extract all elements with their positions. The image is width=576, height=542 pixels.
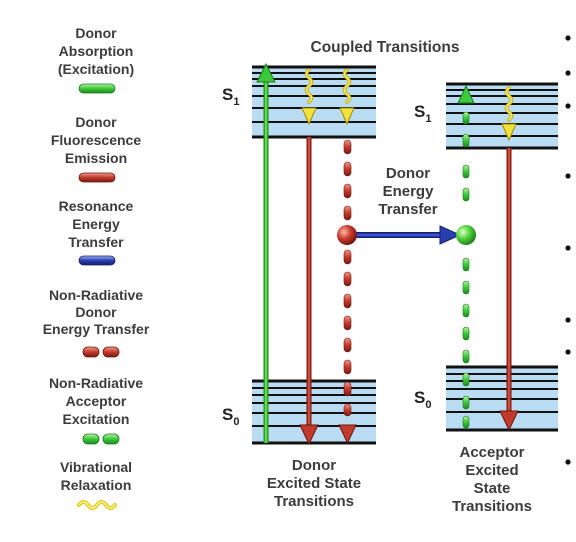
acceptor-caption: Acceptor Excited State Transitions xyxy=(452,444,532,515)
acceptor-s1-label: S1 xyxy=(414,102,431,125)
legend-item-resonance-energy-transfer: Resonance Energy Transfer xyxy=(59,198,134,266)
red-dash-pills-icon xyxy=(82,346,120,358)
legend-label: Acceptor xyxy=(66,393,127,409)
green-pill-icon xyxy=(78,83,116,94)
transfer-label-line: Transfer xyxy=(378,201,437,218)
legend-item-donor-fluorescence: Donor Fluorescence Emission xyxy=(51,114,141,183)
legend-label: Energy Transfer xyxy=(43,321,150,337)
legend-label: Emission xyxy=(65,150,127,166)
legend-item-donor-absorption: Donor Absorption (Excitation) xyxy=(58,25,134,94)
green-dash-pills-icon xyxy=(82,433,120,445)
acceptor-caption-line: Acceptor xyxy=(459,444,524,461)
bullet-dot xyxy=(565,70,571,76)
donor-non-radiative-arrow xyxy=(338,139,357,445)
legend-label: Vibrational xyxy=(60,459,132,475)
transfer-label-line: Donor xyxy=(386,165,430,182)
legend-label: Resonance xyxy=(59,198,134,214)
donor-vibrational-relaxation-waves xyxy=(301,68,355,126)
acceptor-non-radiative-excitation-arrow xyxy=(457,84,475,429)
legend-label: Energy xyxy=(72,216,120,232)
legend-label: Donor xyxy=(75,114,117,130)
donor-caption-line: Transitions xyxy=(274,493,354,510)
bullet-dot xyxy=(565,317,571,323)
bullet-dot xyxy=(565,35,571,41)
acceptor-emission-arrow xyxy=(499,148,519,432)
acceptor-caption-line: Transitions xyxy=(452,498,532,515)
legend-label: Donor xyxy=(75,304,117,320)
red-pill-icon xyxy=(78,172,116,183)
acceptor-vibrational-relaxation-wave xyxy=(501,86,517,142)
acceptor-energy-ball xyxy=(456,225,476,245)
cropped-bullet-list xyxy=(565,35,571,465)
acceptor-s0-label: S0 xyxy=(414,388,431,411)
transfer-label: Donor Energy Transfer xyxy=(378,165,437,218)
donor-absorption-arrow xyxy=(256,62,276,443)
legend-label: Non-Radiative xyxy=(49,287,143,303)
blue-pill-icon xyxy=(78,255,116,266)
legend-label: (Excitation) xyxy=(58,61,134,77)
donor-caption-line: Donor xyxy=(292,457,336,474)
donor-s1-label: S1 xyxy=(222,85,239,108)
legend-label: Relaxation xyxy=(61,477,132,493)
donor-caption: Donor Excited State Transitions xyxy=(267,457,361,510)
bullet-dot xyxy=(565,245,571,251)
legend-label: Excitation xyxy=(63,411,130,427)
legend: Donor Absorption (Excitation) Donor Fluo… xyxy=(43,25,150,510)
bullet-dot xyxy=(565,459,571,465)
legend-label: Absorption xyxy=(59,43,134,59)
legend-label: Non-Radiative xyxy=(49,375,143,391)
acceptor-caption-line: State xyxy=(474,480,511,497)
legend-item-non-radiative-donor-transfer: Non-Radiative Donor Energy Transfer xyxy=(43,287,150,358)
bullet-dot xyxy=(565,173,571,179)
donor-s0-label: S0 xyxy=(222,405,239,428)
bullet-dot xyxy=(565,349,571,355)
transfer-label-line: Energy xyxy=(383,183,435,200)
legend-label: Donor xyxy=(75,25,117,41)
donor-caption-line: Excited State xyxy=(267,475,361,492)
resonance-energy-transfer-arrow xyxy=(356,225,462,245)
diagram-title: Coupled Transitions xyxy=(311,39,460,56)
legend-item-non-radiative-acceptor-excitation: Non-Radiative Acceptor Excitation xyxy=(49,375,143,445)
legend-label: Fluorescence xyxy=(51,132,141,148)
acceptor-caption-line: Excited xyxy=(465,462,518,479)
legend-label: Transfer xyxy=(68,234,124,250)
bullet-dot xyxy=(565,103,571,109)
donor-energy-ball xyxy=(337,225,357,245)
legend-item-vibrational-relaxation: Vibrational Relaxation xyxy=(60,459,132,510)
donor-fluorescence-arrow xyxy=(299,137,319,446)
